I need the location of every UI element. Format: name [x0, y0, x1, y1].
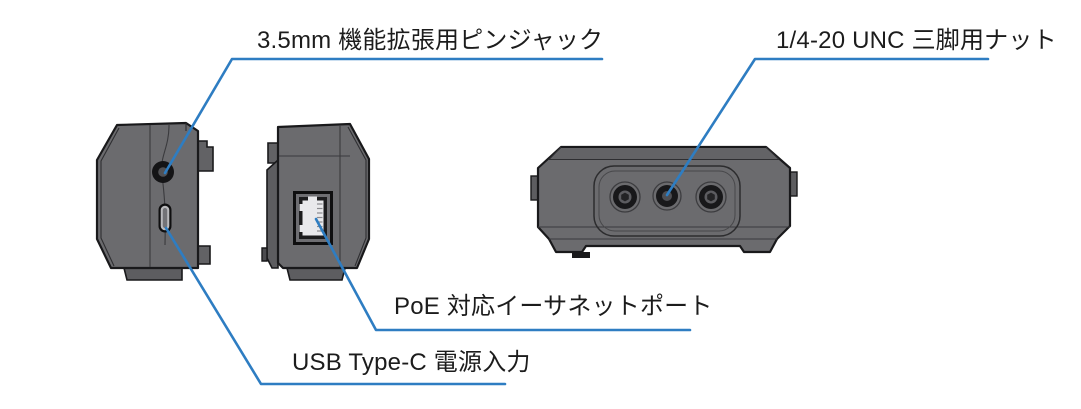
device-right-foot — [285, 267, 347, 281]
label-tripod-nut: 1/4-20 UNC 三脚用ナット — [776, 27, 1057, 54]
callout-line-usb-power — [164, 226, 507, 386]
device-right-seams — [279, 125, 367, 267]
device-right-small-tab — [261, 247, 268, 262]
device-bottom-view — [530, 145, 798, 258]
callout-line-ethernet — [314, 217, 692, 332]
ethernet-port — [293, 191, 333, 245]
screw-socket-left — [609, 181, 641, 213]
label-usb-power: USB Type-C 電源入力 — [292, 349, 531, 376]
device-connector-side-view — [261, 122, 371, 281]
device-right-top-tab — [267, 142, 279, 164]
usb-c-port — [158, 203, 172, 233]
screw-socket-right — [695, 181, 727, 213]
device-bottom-seams — [538, 146, 790, 240]
device-left-top-tab — [197, 140, 214, 172]
mounting-plate — [593, 165, 741, 237]
device-left-bottom-tab — [197, 245, 211, 265]
device-right-left-strip — [266, 158, 279, 269]
label-ethernet-port: PoE 対応イーサネットポート — [394, 293, 713, 320]
device-left-side-view — [95, 121, 214, 281]
device-bottom-foot-pad — [572, 252, 590, 258]
callout-line-pin-jack — [163, 57, 604, 175]
callout-line-tripod-nut — [665, 57, 990, 197]
device-bottom-top-strip — [549, 148, 779, 160]
label-pin-jack: 3.5mm 機能拡張用ピンジャック — [257, 27, 604, 54]
device-left-foot — [122, 267, 183, 281]
